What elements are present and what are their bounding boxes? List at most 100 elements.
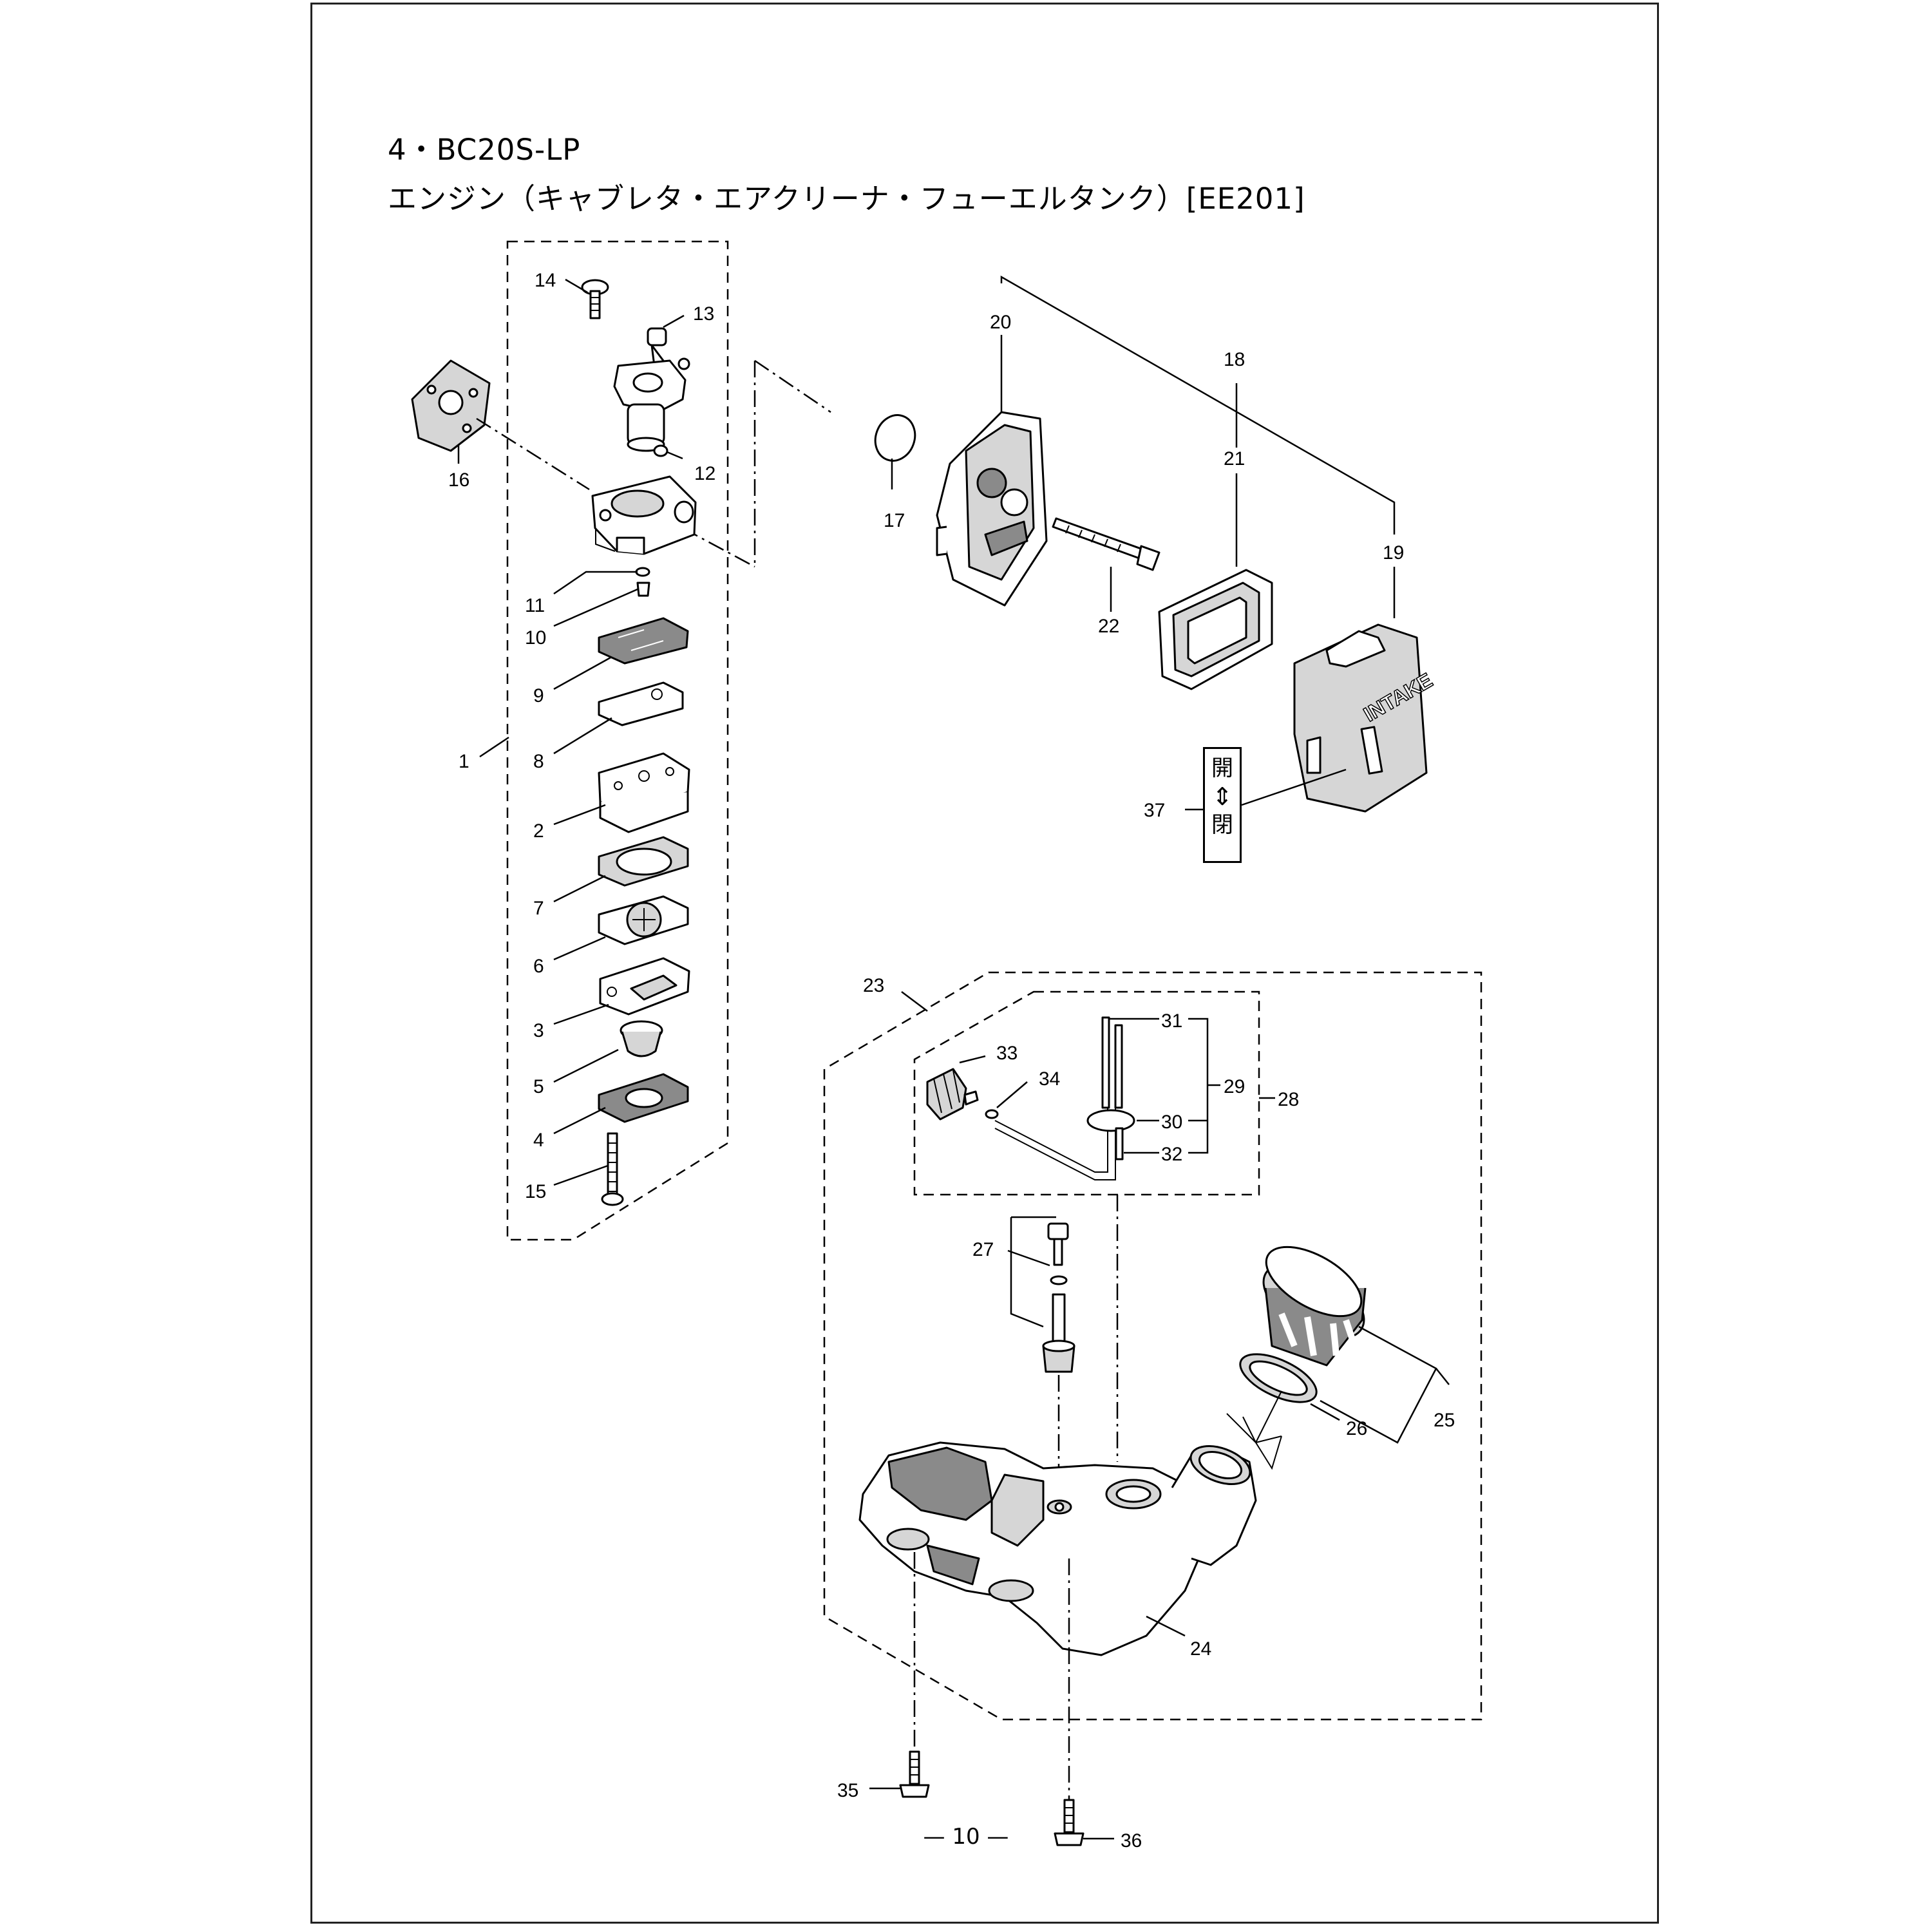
leader-26 bbox=[1310, 1403, 1340, 1421]
label-part-7: 7 bbox=[533, 898, 544, 919]
leader-3 bbox=[553, 1003, 609, 1025]
part-10-needle bbox=[636, 582, 650, 597]
leader-8 bbox=[553, 717, 612, 755]
label-part-26: 26 bbox=[1346, 1418, 1367, 1439]
label-part-27: 27 bbox=[972, 1239, 994, 1260]
label-part-1: 1 bbox=[459, 751, 469, 772]
part-19-aircleaner-cover: INTAKE bbox=[1293, 623, 1437, 813]
label-part-11: 11 bbox=[525, 595, 545, 616]
label-part-8: 8 bbox=[533, 751, 544, 772]
part-5-primer-bulb bbox=[620, 1020, 663, 1057]
fuel-tank-kit-boundary bbox=[823, 971, 1482, 1721]
label-part-12: 12 bbox=[694, 463, 715, 484]
part-25-fuel-cap bbox=[1262, 1245, 1367, 1367]
part-15-long-screw bbox=[601, 1132, 624, 1206]
label-part-34: 34 bbox=[1039, 1068, 1060, 1090]
part-8-diaphragm bbox=[598, 681, 684, 726]
label-part-25: 25 bbox=[1434, 1410, 1455, 1431]
part-36-screw bbox=[1054, 1799, 1084, 1846]
choke-direction-label: 開 ⇕ 閉 bbox=[1203, 747, 1242, 863]
part-27-fitting bbox=[1010, 1216, 1075, 1373]
label-part-16: 16 bbox=[448, 469, 469, 491]
part-9-plate bbox=[598, 617, 689, 665]
label-part-4: 4 bbox=[533, 1130, 544, 1151]
leader-14 bbox=[565, 278, 588, 294]
part-12-spring bbox=[653, 444, 668, 457]
leader-34 bbox=[996, 1081, 1028, 1108]
bracket-29 bbox=[1188, 1018, 1220, 1154]
label-part-15: 15 bbox=[525, 1181, 546, 1202]
label-part-30: 30 bbox=[1161, 1112, 1182, 1133]
leader-23 bbox=[901, 991, 928, 1012]
label-part-9: 9 bbox=[533, 685, 544, 706]
label-part-18: 18 bbox=[1224, 349, 1245, 370]
page-number: — 10 — bbox=[923, 1824, 1009, 1850]
label-part-31: 31 bbox=[1161, 1010, 1182, 1032]
label-part-28: 28 bbox=[1278, 1089, 1299, 1110]
label-part-10: 10 bbox=[525, 627, 546, 649]
label-part-5: 5 bbox=[533, 1076, 544, 1097]
carburetor-upper-cover bbox=[613, 357, 690, 452]
leader-15 bbox=[553, 1164, 609, 1186]
label-part-37: 37 bbox=[1144, 800, 1165, 821]
label-part-3: 3 bbox=[533, 1020, 544, 1041]
up-down-arrow-icon: ⇕ bbox=[1212, 782, 1233, 811]
leader-1 bbox=[479, 736, 509, 758]
label-part-22: 22 bbox=[1098, 616, 1119, 637]
leader-12 bbox=[667, 451, 683, 460]
carburetor-body bbox=[591, 475, 697, 555]
fuel-line-assembly bbox=[994, 1016, 1135, 1180]
leader-4 bbox=[553, 1106, 606, 1135]
part-16-gasket bbox=[411, 359, 491, 452]
part-22-bolt bbox=[1052, 517, 1160, 571]
leader-9 bbox=[553, 656, 612, 690]
leader-7 bbox=[553, 875, 606, 903]
label-part-17: 17 bbox=[884, 510, 905, 531]
label-part-21: 21 bbox=[1224, 448, 1245, 469]
part-24-fuel-tank bbox=[858, 1441, 1257, 1656]
label-part-23: 23 bbox=[863, 975, 884, 996]
part-13-adjuster bbox=[647, 327, 667, 367]
part-14-screw bbox=[581, 279, 609, 319]
part-20-aircleaner-base bbox=[936, 411, 1048, 607]
part-11-oring bbox=[635, 567, 650, 577]
label-part-29: 29 bbox=[1224, 1076, 1245, 1097]
choke-open-text: 開 bbox=[1211, 755, 1233, 781]
label-part-2: 2 bbox=[533, 820, 544, 842]
page-frame bbox=[310, 3, 1659, 1924]
part-3-pump-cover bbox=[599, 957, 690, 1016]
label-part-35: 35 bbox=[837, 1780, 858, 1801]
leader-27 bbox=[1007, 1249, 1050, 1267]
part-4-retainer bbox=[598, 1073, 689, 1123]
label-part-19: 19 bbox=[1383, 542, 1404, 564]
part-34-clip bbox=[985, 1109, 999, 1119]
label-part-36: 36 bbox=[1121, 1830, 1142, 1852]
part-35-screw bbox=[899, 1750, 930, 1798]
fuel-pipe-subkit-boundary bbox=[913, 990, 1260, 1196]
label-part-33: 33 bbox=[996, 1043, 1018, 1064]
gasket-alignment-line bbox=[476, 417, 590, 491]
leader-5 bbox=[553, 1048, 619, 1083]
choke-closed-text: 閉 bbox=[1211, 812, 1233, 838]
leader-11 bbox=[553, 571, 638, 595]
part-21-filter bbox=[1158, 569, 1273, 690]
carburetor-kit-boundary bbox=[506, 240, 729, 1241]
leader-2 bbox=[553, 804, 606, 826]
page-title-model: 4・BC20S-LP bbox=[388, 133, 581, 167]
part-7-gasket bbox=[598, 836, 689, 887]
label-part-13: 13 bbox=[693, 303, 714, 325]
leader-10 bbox=[553, 588, 638, 627]
part-33-fuel-filter bbox=[926, 1068, 979, 1121]
bracket-25 bbox=[1320, 1325, 1450, 1444]
leader-24 bbox=[1146, 1615, 1186, 1637]
leader-33 bbox=[959, 1055, 986, 1064]
cap-retainer-strap bbox=[1226, 1390, 1282, 1470]
part-26-gasket bbox=[1239, 1353, 1318, 1403]
page-title-section: エンジン（キャブレタ・エアクリーナ・フューエルタンク）[EE201] bbox=[388, 182, 1305, 216]
label-part-14: 14 bbox=[535, 270, 556, 291]
aircleaner-assembly-leader bbox=[1000, 275, 1396, 535]
label-part-24: 24 bbox=[1190, 1638, 1211, 1660]
leader-13 bbox=[663, 314, 685, 328]
leader-37 bbox=[1185, 768, 1347, 811]
